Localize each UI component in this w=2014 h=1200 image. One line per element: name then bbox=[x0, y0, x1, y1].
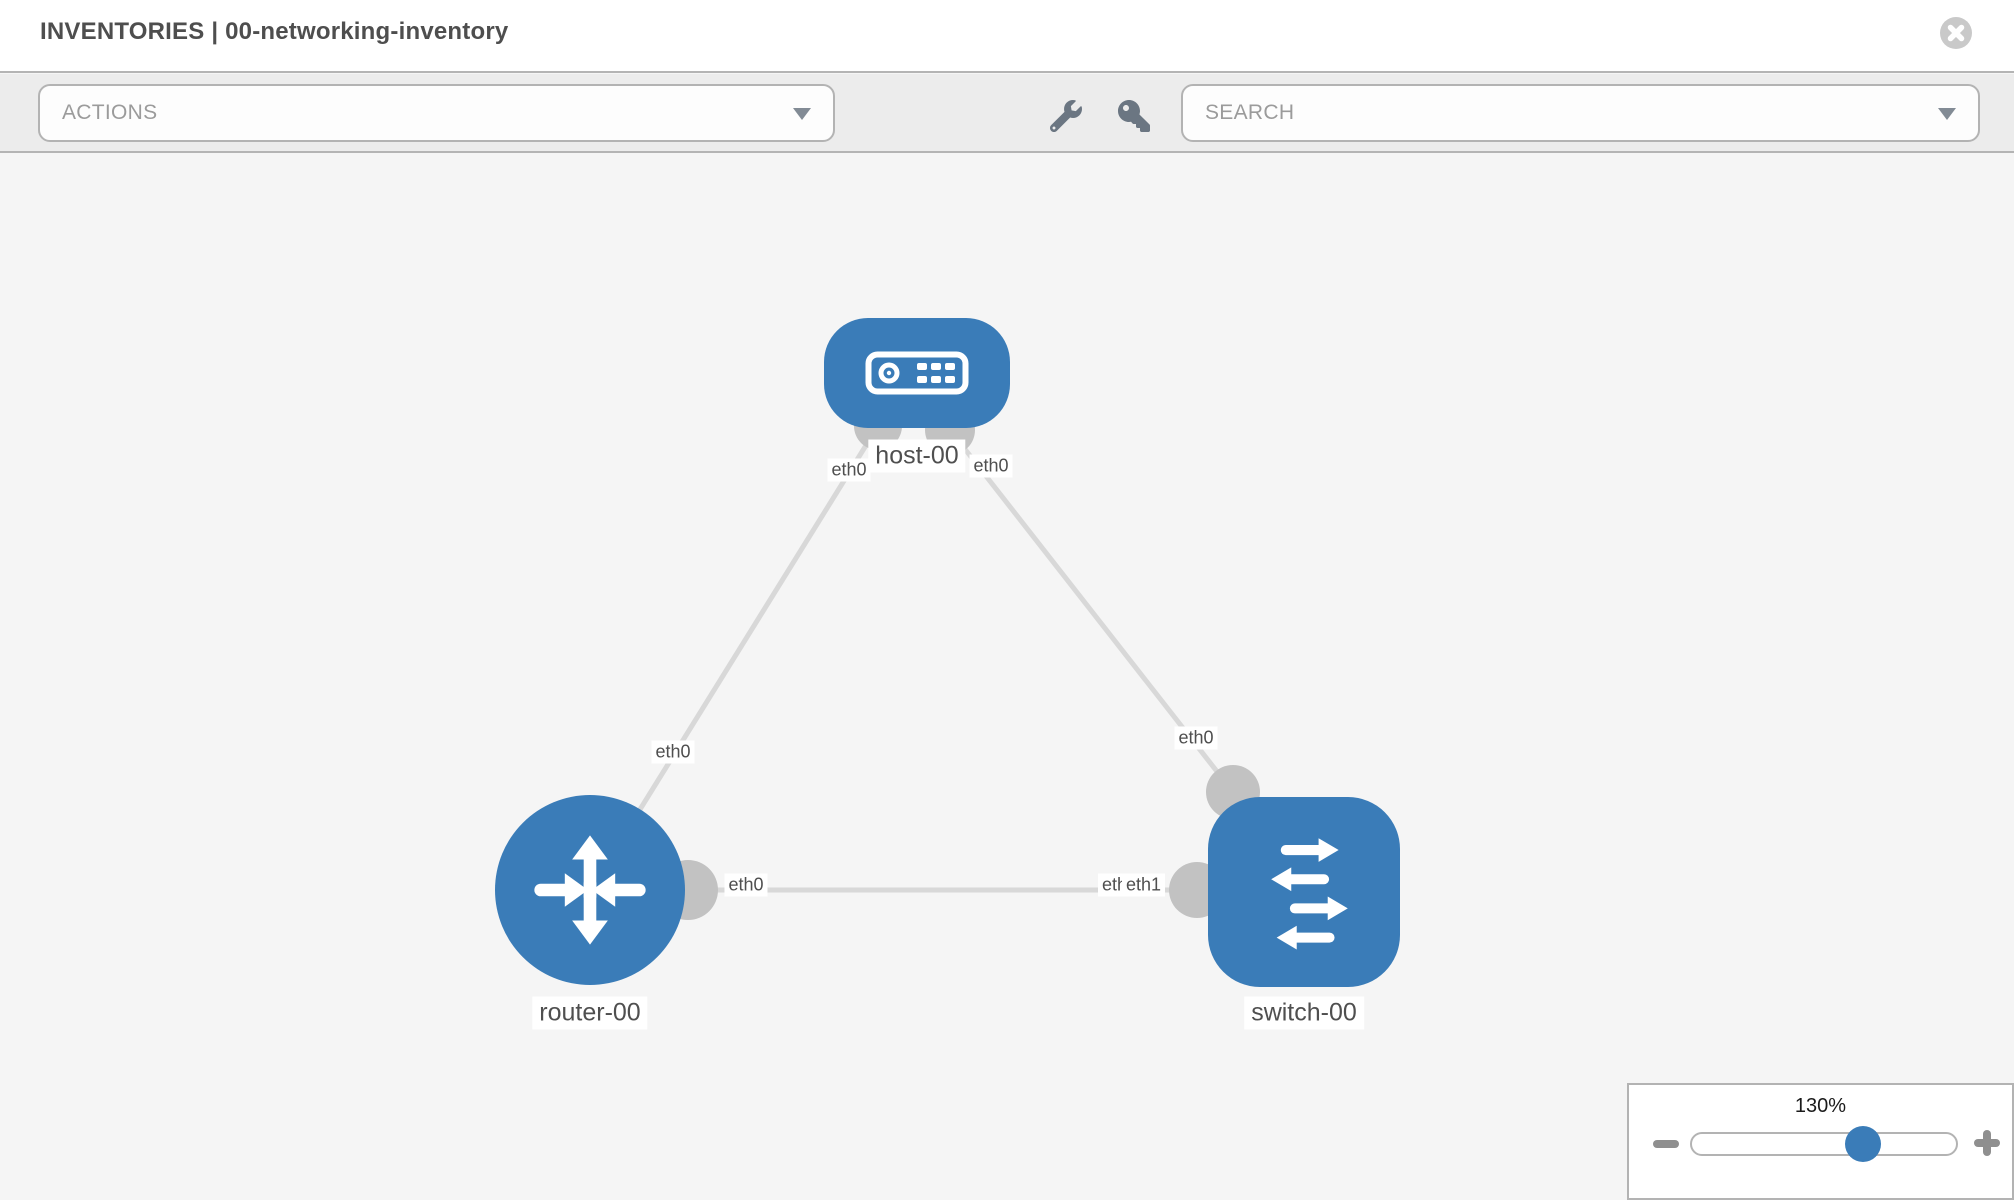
chevron-down-icon bbox=[1938, 108, 1956, 120]
links-layer bbox=[587, 402, 1260, 920]
topology-canvas[interactable]: eth0 eth0 eth0 eth0 eth0 eth0 eth1 host-… bbox=[0, 153, 2014, 1200]
close-icon bbox=[1940, 17, 1972, 49]
key-icon bbox=[1118, 100, 1150, 132]
iface-label: eth0 bbox=[1174, 726, 1218, 750]
zoom-slider-thumb[interactable] bbox=[1845, 1126, 1881, 1162]
toolbar: ACTIONS SEARCH bbox=[0, 74, 2014, 153]
actions-dropdown[interactable]: ACTIONS bbox=[38, 84, 835, 142]
wrench-icon bbox=[1049, 100, 1082, 133]
iface-label: eth1 bbox=[1122, 873, 1166, 897]
actions-dropdown-label: ACTIONS bbox=[62, 101, 158, 124]
iface-label: eth0 bbox=[969, 454, 1013, 478]
switch-arrows-icon bbox=[1271, 838, 1348, 950]
router-arrows-icon bbox=[534, 835, 646, 945]
page-title: INVENTORIES | 00-networking-inventory bbox=[40, 18, 509, 45]
zoom-out-button[interactable] bbox=[1653, 1140, 1679, 1148]
search-placeholder: SEARCH bbox=[1205, 101, 1295, 124]
node-router-00[interactable] bbox=[495, 795, 685, 985]
iface-label: eth0 bbox=[724, 873, 768, 897]
close-button[interactable] bbox=[1940, 17, 1972, 49]
iface-label: eth0 bbox=[827, 458, 871, 482]
wrench-button[interactable] bbox=[1049, 100, 1082, 133]
iface-label: eth0 bbox=[651, 740, 695, 764]
node-switch-00[interactable] bbox=[1208, 797, 1400, 987]
node-label-router: router-00 bbox=[532, 996, 648, 1030]
server-icon bbox=[865, 351, 969, 395]
node-label-host: host-00 bbox=[868, 439, 966, 473]
zoom-panel: 130% bbox=[1627, 1083, 2014, 1200]
zoom-in-button[interactable] bbox=[1972, 1128, 2002, 1158]
chevron-down-icon bbox=[793, 108, 811, 120]
node-label-switch: switch-00 bbox=[1244, 996, 1364, 1030]
key-button[interactable] bbox=[1118, 100, 1150, 132]
zoom-slider-track[interactable] bbox=[1690, 1132, 1958, 1156]
node-host-00[interactable] bbox=[824, 318, 1010, 428]
zoom-level-text: 130% bbox=[1794, 1095, 1847, 1117]
search-dropdown[interactable]: SEARCH bbox=[1181, 84, 1980, 142]
header-bar: INVENTORIES | 00-networking-inventory bbox=[0, 0, 2014, 73]
